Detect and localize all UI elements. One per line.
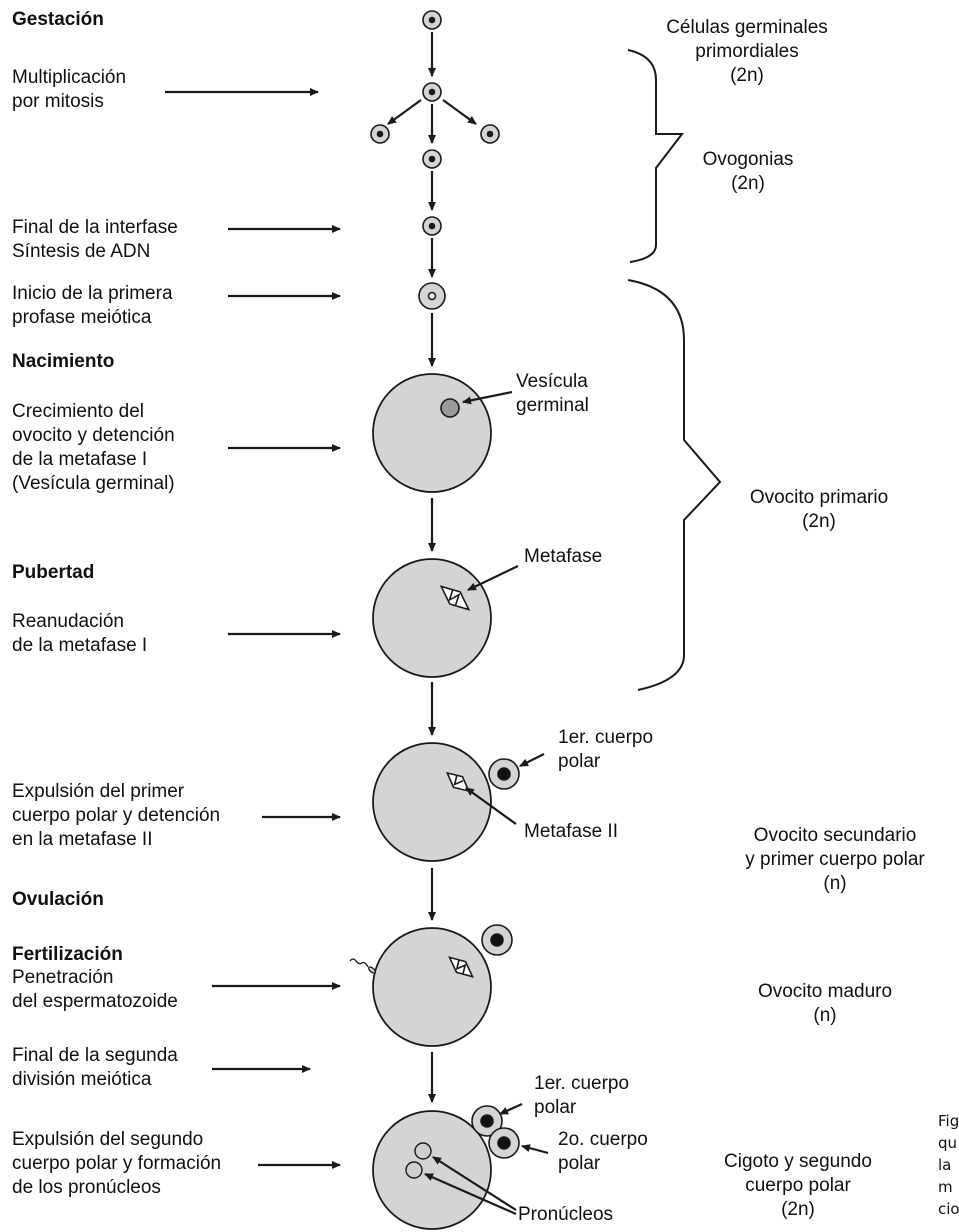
oogonium-cell bbox=[422, 216, 442, 236]
sperm bbox=[349, 958, 376, 974]
braces bbox=[627, 49, 722, 691]
mature-oocyte bbox=[372, 927, 492, 1047]
event-reanudacion: Reanudación de la metafase I bbox=[12, 611, 148, 656]
first-polar-body bbox=[471, 1105, 503, 1137]
event-final-interfase: Final de la interfase Síntesis de ADN bbox=[12, 217, 178, 262]
label-metafase-ii: Metafase II bbox=[524, 821, 618, 842]
celltype-ovocito-maduro: Ovocito maduro (n) bbox=[757, 981, 893, 1026]
stage-pubertad: Pubertad bbox=[12, 562, 95, 583]
event-crecimiento: Crecimiento del ovocito y detención de l… bbox=[12, 401, 175, 494]
primordial-cell bbox=[422, 10, 442, 30]
event-expulsion-segundo: Expulsión del segundo cuerpo polar y for… bbox=[12, 1129, 222, 1198]
pointer-arrows bbox=[424, 390, 549, 1216]
first-polar-body bbox=[488, 758, 520, 790]
label-segundo-cuerpo-polar: 2o. cuerpo polar bbox=[558, 1129, 648, 1174]
secondary-oocyte bbox=[372, 742, 492, 862]
oogonium-cell bbox=[480, 124, 500, 144]
germ-cells bbox=[370, 10, 500, 310]
germinal-vesicle bbox=[440, 398, 460, 418]
celltype-cigoto: Cigoto y segundo cuerpo polar (2n) bbox=[724, 1151, 872, 1220]
early-oocyte-cell bbox=[418, 282, 446, 310]
celltype-ovocito-primario: Ovocito primario (2n) bbox=[749, 487, 889, 532]
label-pronucleos: Pronúcleos bbox=[518, 1204, 614, 1225]
label-metafase: Metafase bbox=[524, 546, 603, 567]
brace-primordial-ovogonias bbox=[627, 49, 685, 263]
brace-ovocito-primario bbox=[627, 279, 722, 691]
label-vesicula-germinal: Vesícula germinal bbox=[516, 371, 589, 416]
primary-oocyte-metaphase bbox=[372, 558, 492, 678]
event-expulsion-primer: Expulsión del primer cuerpo polar y dete… bbox=[12, 781, 221, 850]
event-penetracion: Penetración del espermatozoide bbox=[12, 967, 178, 1012]
figure-caption-fragment: Fig qu la m cio bbox=[938, 1112, 959, 1218]
stage-ovulacion: Ovulación bbox=[12, 889, 104, 910]
primary-oocyte-vesicle bbox=[372, 373, 492, 493]
stage-gestacion: Gestación bbox=[12, 9, 104, 30]
oogonium-cell bbox=[370, 124, 390, 144]
event-arrows bbox=[165, 88, 341, 1169]
flow-arrows bbox=[387, 32, 477, 1103]
oocytes bbox=[372, 373, 492, 1230]
event-multiplicacion: Multiplicación por mitosis bbox=[12, 67, 127, 112]
zygote bbox=[372, 1110, 492, 1230]
stage-fertilizacion: Fertilización bbox=[12, 944, 123, 965]
oogonium-cell bbox=[422, 149, 442, 169]
event-inicio-profase: Inicio de la primera profase meiótica bbox=[12, 283, 173, 328]
metaphase-spindles bbox=[439, 585, 474, 978]
event-final-segunda: Final de la segunda división meiótica bbox=[12, 1045, 178, 1090]
celltype-ovocito-secundario: Ovocito secundario y primer cuerpo polar… bbox=[745, 825, 925, 894]
oogonium-cell bbox=[422, 82, 442, 102]
first-polar-body bbox=[481, 924, 513, 956]
celltype-primordiales: Células germinales primordiales (2n) bbox=[666, 17, 828, 86]
stage-nacimiento: Nacimiento bbox=[12, 351, 115, 372]
label-primer-cuerpo-polar-2: 1er. cuerpo polar bbox=[534, 1073, 630, 1118]
polar-bodies bbox=[471, 758, 520, 1159]
celltype-ovogonias: Ovogonias (2n) bbox=[702, 149, 794, 194]
label-primer-cuerpo-polar: 1er. cuerpo polar bbox=[558, 727, 654, 772]
pronuclei bbox=[405, 1142, 432, 1179]
second-polar-body bbox=[488, 1127, 520, 1159]
